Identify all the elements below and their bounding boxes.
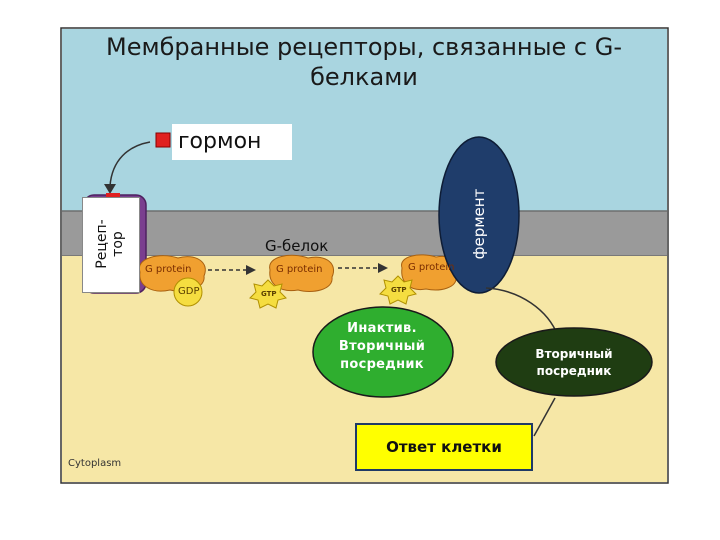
- g-protein-1-label: G protein: [145, 264, 192, 275]
- receptor-label-box: [82, 197, 140, 293]
- g-protein-label-ru: G-белок: [265, 237, 329, 255]
- second-messenger-label: Вторичный посредник: [535, 347, 613, 378]
- cell-membrane: [62, 211, 667, 256]
- g-protein-2-label: G protein: [276, 264, 323, 275]
- cell-response-box: Ответ клетки: [355, 423, 533, 471]
- gtp-molecule-2: [379, 275, 417, 305]
- enzyme-label: фермент: [470, 188, 488, 260]
- second-messenger-oval: [495, 327, 653, 397]
- page-title: Мембранные рецепторы, связанные с G-белк…: [106, 33, 622, 91]
- gtp-label-1: GTP: [261, 290, 277, 298]
- arrow-to-response: [533, 397, 556, 437]
- gtp-molecule-1: [249, 279, 287, 309]
- cytoplasm-label: Cytoplasm: [68, 458, 122, 469]
- inactive-messenger-oval: [312, 306, 454, 398]
- g-protein-3-label: G protein: [408, 262, 455, 273]
- gtp-label-2: GTP: [391, 286, 407, 294]
- enzyme-shape: [438, 136, 520, 294]
- arrowhead: [104, 184, 116, 194]
- hormone-label: гормон: [172, 124, 292, 160]
- g-protein-2: [269, 254, 334, 292]
- hormone-square: [155, 132, 171, 148]
- arrow-hormone-to-receptor: [109, 141, 151, 187]
- gdp-label: GDP: [178, 286, 200, 297]
- receptor-label: Рецеп- тор: [94, 219, 126, 269]
- extracellular-space: [62, 29, 667, 211]
- inactive-messenger-label: Инактив. Вторичный посредник: [338, 321, 426, 372]
- gdp-molecule: [173, 277, 203, 307]
